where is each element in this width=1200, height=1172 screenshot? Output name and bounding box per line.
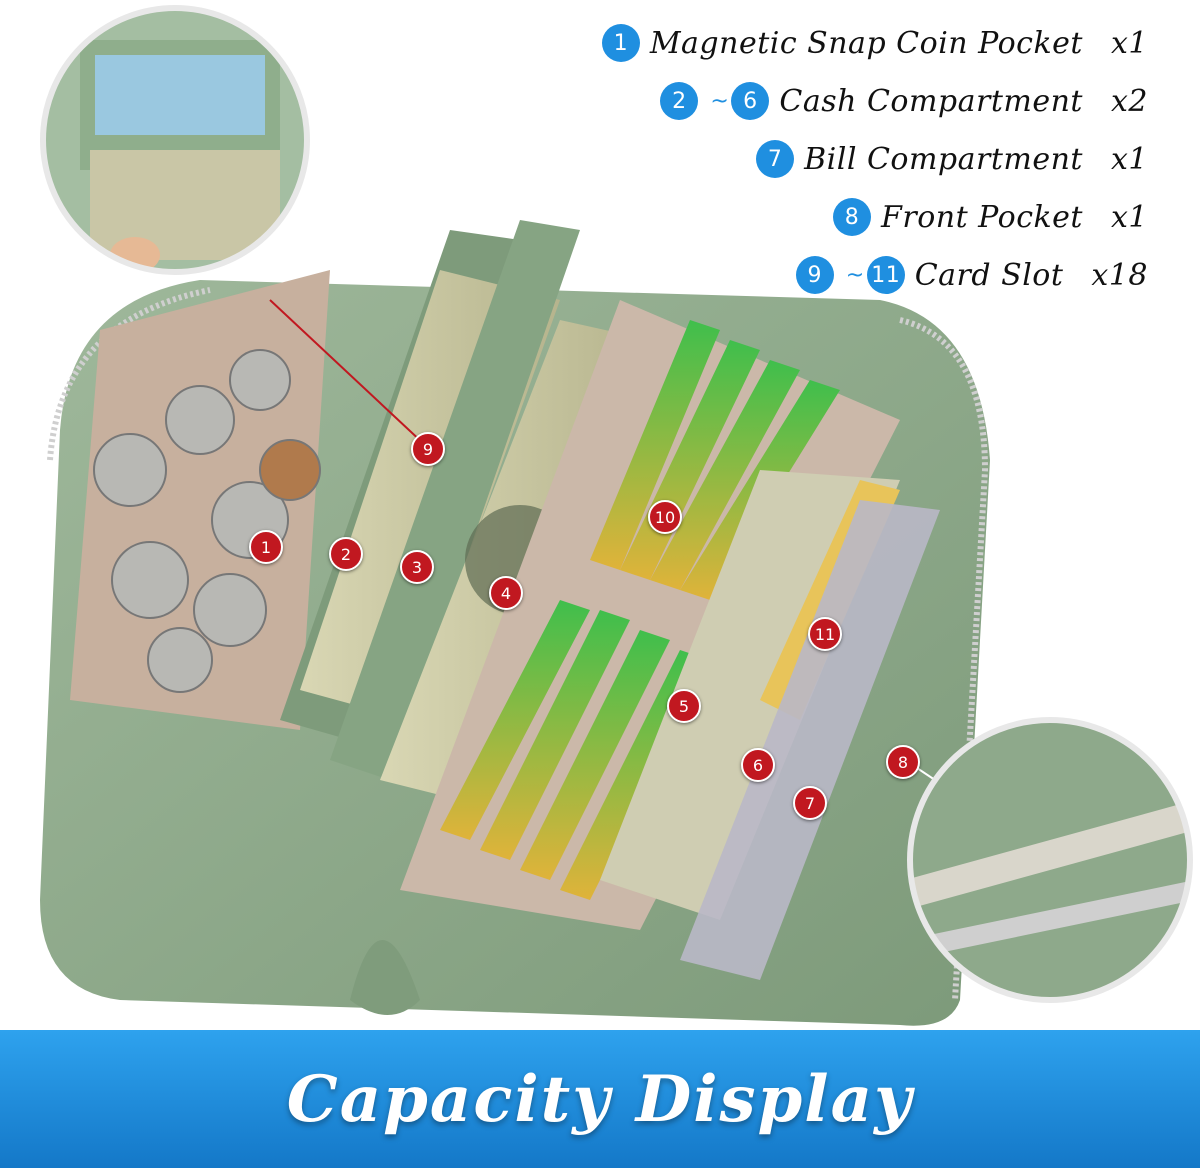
cash-divider-2 (330, 220, 580, 780)
legend-count: x1 (1110, 25, 1148, 61)
marker-5: 5 (667, 689, 701, 723)
legend-row-cash-compartment: 2 ~ 6 Cash Compartment x2 (508, 72, 1148, 130)
title-banner: Capacity Display (0, 1030, 1200, 1168)
legend-count: x18 (1091, 257, 1148, 293)
legend-label: Cash Compartment (779, 83, 1083, 119)
marker-4: 4 (489, 576, 523, 610)
legend-row-coin-pocket: 1 Magnetic Snap Coin Pocket x1 (508, 14, 1148, 72)
marker-11: 11 (808, 617, 842, 651)
legend-number: 9 (795, 256, 834, 294)
banner-title: Capacity Display (286, 1061, 914, 1137)
card-slots-lower (440, 600, 710, 900)
inset-front-pocket (910, 720, 1190, 1000)
legend-number: 2 (660, 82, 699, 120)
legend-count: x1 (1110, 199, 1148, 235)
marker-10: 10 (648, 500, 682, 534)
marker-9: 9 (411, 432, 445, 466)
inset-card-slots (43, 8, 307, 272)
pointer-line-9 (269, 299, 426, 446)
legend-label: Bill Compartment (804, 141, 1083, 177)
marker-8: 8 (886, 745, 920, 779)
legend-label: Front Pocket (881, 199, 1083, 235)
legend-label: Card Slot (914, 257, 1064, 293)
zipper-pull (350, 940, 420, 1015)
feature-legend: 1 Magnetic Snap Coin Pocket x1 2 ~ 6 Cas… (508, 14, 1148, 304)
marker-1: 1 (249, 530, 283, 564)
legend-count: x2 (1110, 83, 1148, 119)
marker-7: 7 (793, 786, 827, 820)
legend-number: 8 (833, 198, 872, 236)
marker-2: 2 (329, 537, 363, 571)
range-tilde: ~ (710, 88, 730, 114)
zipper (47, 287, 989, 1001)
front-panel (680, 500, 940, 980)
legend-row-bill-compartment: 7 Bill Compartment x1 (508, 130, 1148, 188)
legend-row-front-pocket: 8 Front Pocket x1 (508, 188, 1148, 246)
legend-number: 11 (866, 256, 905, 294)
legend-count: x1 (1110, 141, 1148, 177)
legend-label: Magnetic Snap Coin Pocket (649, 25, 1083, 61)
inset-ring-right (907, 717, 1193, 1003)
marker-3: 3 (400, 550, 434, 584)
legend-row-card-slot: 9 ~ 11 Card Slot x18 (508, 246, 1148, 304)
marker-6: 6 (741, 748, 775, 782)
legend-number: 1 (601, 24, 640, 62)
range-tilde: ~ (845, 262, 865, 288)
legend-number: 7 (756, 140, 795, 178)
inset-ring-left (40, 5, 310, 275)
legend-number: 6 (731, 82, 770, 120)
